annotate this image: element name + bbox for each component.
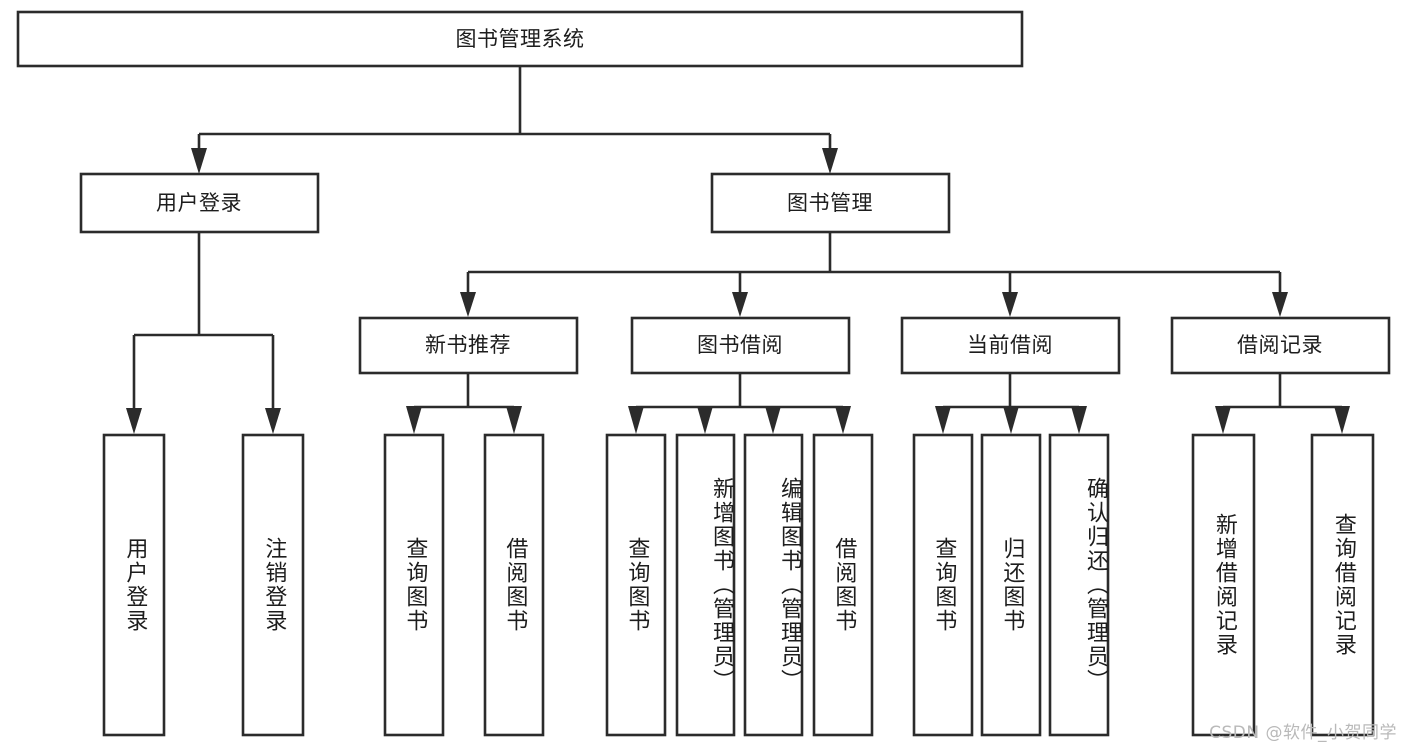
arrow-head-leaf-12 (1215, 406, 1231, 434)
node-login[interactable]: 用户登录 (79, 172, 320, 234)
node-leaf-1-box[interactable] (102, 433, 166, 737)
node-login-box[interactable] (79, 172, 320, 234)
arrow-head-leaf-9 (935, 406, 951, 434)
connector-group-records (1215, 373, 1350, 434)
arrow-head-borrow (732, 292, 748, 317)
node-leaf-6-box[interactable] (675, 433, 736, 737)
node-newbook-label: 新书推荐 (425, 333, 511, 357)
arrow-head-leaf-11 (1071, 406, 1087, 434)
node-leaf-7-box[interactable] (743, 433, 804, 737)
connector-group-current (935, 373, 1087, 434)
node-bookmgmt[interactable]: 图书管理 (710, 172, 951, 234)
node-bookmgmt-label: 图书管理 (787, 191, 873, 215)
node-records-label: 借阅记录 (1237, 333, 1323, 357)
arrow-head-leaf-4 (506, 406, 522, 434)
node-borrow[interactable]: 图书借阅 (630, 316, 851, 375)
arrow-head-bookmgmt (822, 148, 838, 174)
connector-group-root (191, 66, 838, 174)
arrow-head-records (1272, 292, 1288, 317)
arrow-head-leaf-5 (628, 406, 644, 434)
node-root-box[interactable] (16, 10, 1024, 68)
arrow-head-leaf-7 (765, 406, 781, 434)
node-leaf-2-box[interactable] (241, 433, 305, 737)
node-root-label: 图书管理系统 (456, 27, 585, 51)
node-leaf-8-box[interactable] (812, 433, 874, 737)
node-leaf-11-box[interactable] (1048, 433, 1110, 737)
arrow-head-leaf-6 (697, 406, 713, 434)
node-current-box[interactable] (900, 316, 1121, 375)
connector-group-login (126, 232, 281, 434)
arrow-head-current (1002, 292, 1018, 317)
node-leaf-10-box[interactable] (980, 433, 1042, 737)
node-records[interactable]: 借阅记录 (1170, 316, 1391, 375)
node-leaf-5-box[interactable] (605, 433, 667, 737)
connector-group-bookmgmt (460, 232, 1288, 317)
connector-group-borrow (628, 373, 851, 434)
node-login-label: 用户登录 (156, 191, 242, 215)
node-borrow-label: 图书借阅 (697, 333, 783, 357)
node-leaf-4-box[interactable] (483, 433, 545, 737)
node-leaf-13-box[interactable] (1310, 433, 1375, 737)
arrow-head-leaf-13 (1334, 406, 1350, 434)
node-borrow-box[interactable] (630, 316, 851, 375)
connector-group-newbook (406, 373, 522, 434)
node-root[interactable]: 图书管理系统 (16, 10, 1024, 68)
arrow-head-newbook (460, 292, 476, 317)
leaf-boxes (102, 433, 1375, 737)
node-records-box[interactable] (1170, 316, 1391, 375)
node-current[interactable]: 当前借阅 (900, 316, 1121, 375)
arrow-head-leaf-2 (265, 408, 281, 434)
node-leaf-12-box[interactable] (1191, 433, 1256, 737)
node-current-label: 当前借阅 (967, 333, 1053, 357)
csdn-watermark: CSDN @软件_小贺同学 (1209, 723, 1397, 743)
arrow-head-leaf-8 (835, 406, 851, 434)
node-leaf-3-box[interactable] (383, 433, 445, 737)
node-leaf-9-box[interactable] (912, 433, 974, 737)
arrow-head-login (191, 148, 207, 174)
node-newbook[interactable]: 新书推荐 (358, 316, 579, 375)
node-newbook-box[interactable] (358, 316, 579, 375)
arrow-head-leaf-10 (1003, 406, 1019, 434)
node-bookmgmt-box[interactable] (710, 172, 951, 234)
arrow-head-leaf-3 (406, 406, 422, 434)
arrow-head-leaf-1 (126, 408, 142, 434)
